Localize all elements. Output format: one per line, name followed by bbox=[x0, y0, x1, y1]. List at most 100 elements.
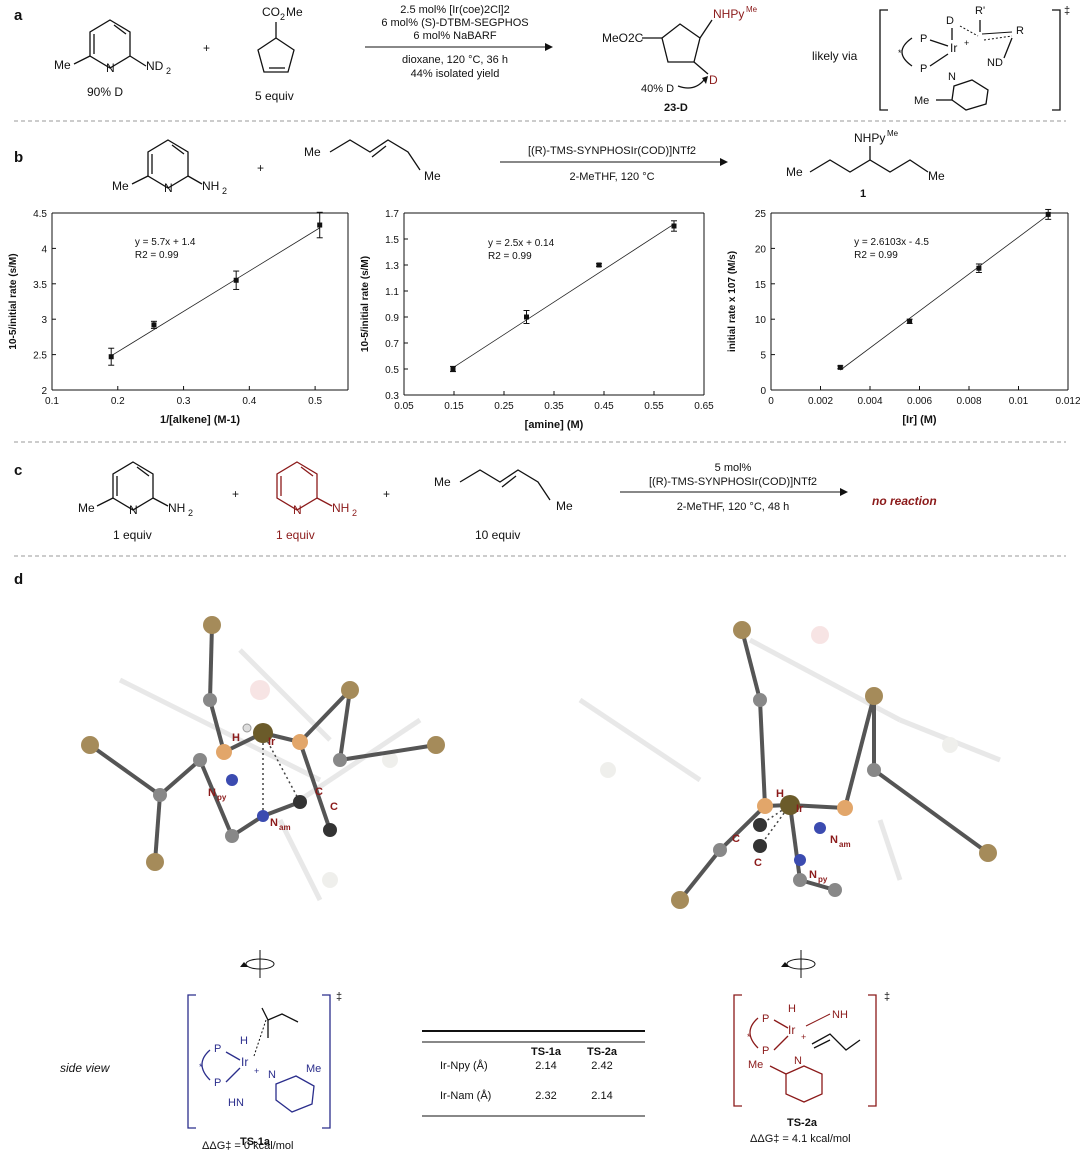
table-row2-v2: 2.14 bbox=[591, 1090, 612, 1102]
table-header-ts2: TS-2a bbox=[587, 1046, 618, 1058]
y-tick-label: 3 bbox=[41, 315, 47, 326]
x-tick-label: 0.5 bbox=[308, 396, 322, 407]
r-squared: R2 = 0.99 bbox=[854, 250, 898, 261]
ts2a-2d-structure: ‡ P P * H Ir + NH N Me TS-2a bbox=[733, 991, 890, 1129]
svg-text:py: py bbox=[818, 875, 828, 884]
svg-text:*: * bbox=[898, 48, 902, 58]
svg-text:2: 2 bbox=[352, 508, 357, 518]
svg-text:C: C bbox=[315, 786, 323, 798]
y-tick-label: 5 bbox=[760, 351, 766, 362]
svg-text:2: 2 bbox=[280, 12, 285, 22]
svg-text:NH: NH bbox=[168, 501, 185, 515]
fit-equation: y = 2.6103x - 4.5 bbox=[854, 237, 929, 248]
svg-text:Ir: Ir bbox=[950, 41, 957, 55]
svg-text:P: P bbox=[214, 1043, 221, 1055]
y-tick-label: 4.5 bbox=[33, 209, 47, 220]
data-point bbox=[233, 277, 239, 283]
svg-text:Me: Me bbox=[304, 145, 321, 159]
svg-text:D: D bbox=[946, 15, 954, 27]
svg-text:10 equiv: 10 equiv bbox=[475, 528, 520, 542]
x-tick-label: 0.002 bbox=[808, 396, 833, 407]
svg-text:Me: Me bbox=[78, 501, 95, 515]
x-tick-label: 0.2 bbox=[111, 396, 125, 407]
panel-c-alkene: Me Me 10 equiv bbox=[434, 469, 573, 542]
svg-text:NHPy: NHPy bbox=[854, 131, 885, 145]
a-prod-ester: MeO2C bbox=[602, 31, 644, 45]
panel-c-label: c bbox=[14, 462, 22, 479]
a-cond3: 6 mol% NaBARF bbox=[413, 30, 496, 42]
svg-text:Me: Me bbox=[424, 169, 441, 183]
c-cond3: 2-MeTHF, 120 °C, 48 h bbox=[677, 501, 790, 513]
data-point bbox=[317, 222, 323, 228]
a-r2-equiv: 5 equiv bbox=[255, 89, 294, 103]
svg-text:Me: Me bbox=[928, 169, 945, 183]
x-axis-label: 1/[alkene] (M-1) bbox=[160, 414, 240, 426]
y-tick-label: 20 bbox=[755, 244, 767, 255]
y-axis-label: 10-5/initial rate (s/M) bbox=[8, 253, 19, 349]
a-cond1: 2.5 mol% [Ir(coe)2Cl]2 bbox=[400, 4, 509, 16]
a-r1-deuterium: 90% D bbox=[87, 85, 123, 99]
panel-a-product: MeO2C NHPy Me D 40% D 23-D bbox=[602, 5, 758, 114]
data-point bbox=[907, 318, 913, 324]
y-tick-label: 1.7 bbox=[385, 209, 399, 220]
svg-text:*: * bbox=[747, 1032, 751, 1042]
y-tick-label: 0.9 bbox=[385, 313, 399, 324]
ts2a-3d-model: H Ir C C N am N py bbox=[578, 621, 1001, 909]
panel-b-product: NHPy Me Me Me 1 bbox=[786, 129, 945, 200]
svg-text:Ir: Ir bbox=[268, 736, 276, 748]
panel-c-reagent1: Me N NH 2 1 equiv bbox=[78, 461, 193, 542]
svg-text:N: N bbox=[129, 503, 138, 517]
table-row1-v2: 2.42 bbox=[591, 1060, 612, 1072]
svg-text:Me: Me bbox=[556, 499, 573, 513]
x-tick-label: 0.25 bbox=[494, 401, 514, 412]
svg-text:H: H bbox=[232, 732, 240, 744]
x-tick-label: 0 bbox=[768, 396, 774, 407]
x-tick-label: 0.05 bbox=[394, 401, 414, 412]
x-tick-label: 0.1 bbox=[45, 396, 59, 407]
side-view-label: side view bbox=[60, 1061, 111, 1075]
c-plus-2: + bbox=[383, 487, 390, 501]
y-axis-label: 10-5/initial rate (s/M) bbox=[360, 256, 371, 352]
svg-text:N: N bbox=[106, 61, 115, 75]
c-result: no reaction bbox=[872, 494, 937, 508]
svg-text:H: H bbox=[788, 1003, 796, 1015]
table-row1-label: Ir-Npy (Å) bbox=[440, 1059, 488, 1072]
svg-text:Ir: Ir bbox=[241, 1055, 248, 1069]
panel-a-ts-structure: ‡ P P * Ir + D R' R ND N Me bbox=[879, 5, 1070, 111]
svg-text:Me: Me bbox=[746, 5, 758, 14]
svg-text:am: am bbox=[839, 840, 851, 849]
svg-text:N: N bbox=[164, 181, 173, 195]
panel-c-reagent2: N NH 2 1 equiv bbox=[276, 461, 357, 542]
data-point bbox=[1045, 211, 1051, 217]
x-tick-label: 0.35 bbox=[544, 401, 564, 412]
a-r1-me: Me bbox=[54, 58, 71, 72]
svg-text:P: P bbox=[920, 33, 927, 45]
b-cond2: 2-MeTHF, 120 °C bbox=[569, 171, 654, 183]
a-prod-name: 23-D bbox=[664, 102, 688, 114]
a-plus: + bbox=[203, 41, 210, 55]
svg-text:2: 2 bbox=[222, 186, 227, 196]
svg-text:N: N bbox=[270, 817, 278, 829]
panel-b-alkene: Me Me bbox=[304, 139, 441, 183]
svg-text:NH: NH bbox=[832, 1009, 848, 1021]
ts2-name: TS-2a bbox=[787, 1117, 818, 1129]
svg-text:py: py bbox=[217, 793, 227, 802]
data-point bbox=[151, 322, 157, 328]
y-axis-label: initial rate x 107 (M/s) bbox=[727, 251, 738, 352]
data-point bbox=[450, 366, 456, 372]
svg-text:C: C bbox=[754, 857, 762, 869]
svg-text:Me: Me bbox=[914, 95, 929, 107]
svg-text:ND: ND bbox=[987, 57, 1003, 69]
y-tick-label: 2 bbox=[41, 386, 47, 397]
data-point bbox=[976, 265, 982, 271]
svg-text:+: + bbox=[254, 1066, 259, 1076]
svg-text:NH: NH bbox=[202, 179, 219, 193]
svg-text:‡: ‡ bbox=[884, 991, 890, 1003]
y-tick-label: 1.3 bbox=[385, 261, 399, 272]
c-plus-1: + bbox=[232, 487, 239, 501]
ts1a-2d-structure: ‡ P P * H Ir + N HN Me TS-1a bbox=[187, 991, 342, 1148]
panel-b-label: b bbox=[14, 149, 23, 166]
svg-text:P: P bbox=[762, 1045, 769, 1057]
svg-text:P: P bbox=[762, 1013, 769, 1025]
